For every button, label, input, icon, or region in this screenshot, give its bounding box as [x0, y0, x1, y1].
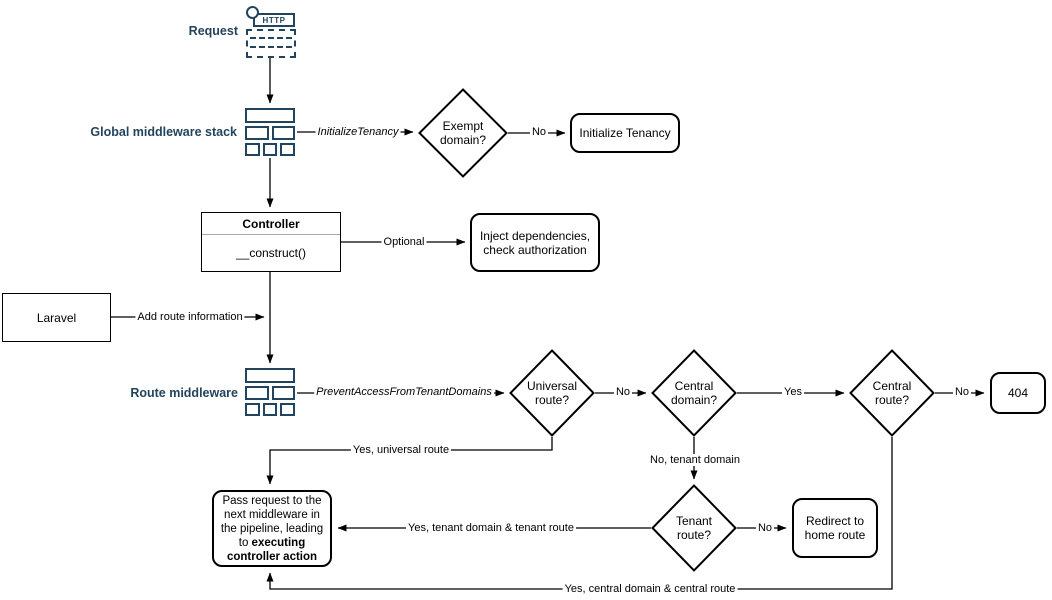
edge-label-optional: Optional [381, 236, 427, 248]
initialize-tenancy-box: Initialize Tenancy [570, 113, 680, 153]
controller-class-box: Controller __construct() [201, 212, 341, 272]
not-found-404-box: 404 [990, 372, 1046, 414]
edge-label-yes-tenant-domain-route: Yes, tenant domain & tenant route [406, 522, 576, 534]
decision-label: Central route? [872, 379, 912, 407]
request-circle-shape [246, 6, 259, 19]
diamond-shape [509, 349, 595, 437]
request-label: Request [188, 24, 238, 38]
edge-label-yes-central-domain-route: Yes, central domain & central route [562, 583, 738, 595]
decision-label: Central domain? [670, 379, 718, 407]
diamond-shape [418, 88, 508, 178]
decision-central-domain: Central domain? [651, 349, 737, 437]
pass-request-text: Pass request to the next middleware in t… [220, 494, 324, 563]
global-middleware-stack-label: Global middleware stack [90, 125, 237, 139]
edge-label-tenant-route-no: No [755, 522, 775, 534]
controller-title: Controller [202, 213, 340, 235]
decision-universal-route: Universal route? [509, 349, 595, 437]
route-middleware-stack-icon [245, 368, 295, 416]
decision-label: Tenant route? [675, 514, 713, 542]
edge-label-yes-universal-route: Yes, universal route [350, 444, 452, 456]
edge-label-prevent-access-middleware: PreventAccessFromTenantDomains [314, 386, 494, 398]
decision-label: Exempt domain? [439, 119, 486, 147]
laravel-box: Laravel [2, 293, 111, 342]
edge-label-add-route-information: Add route information [135, 311, 245, 323]
http-request-icon: HTTP [246, 6, 298, 58]
decision-label: Universal route? [526, 379, 577, 407]
decision-central-route: Central route? [849, 349, 935, 437]
edge-label-no-tenant-domain: No, tenant domain [648, 454, 742, 466]
redirect-home-route-box: Redirect to home route [792, 498, 878, 558]
edge-label-central-domain-yes: Yes [782, 386, 804, 398]
decision-tenant-route: Tenant route? [651, 484, 737, 572]
diamond-shape [651, 349, 737, 437]
route-middleware-label: Route middleware [130, 386, 238, 400]
request-body-shape [246, 29, 296, 58]
http-badge-text: HTTP [262, 16, 286, 26]
pass-request-box: Pass request to the next middleware in t… [212, 490, 332, 567]
diamond-shape [849, 349, 935, 437]
diamond-shape [651, 484, 737, 572]
inject-dependencies-box: Inject dependencies, check authorization [470, 213, 600, 272]
edge-label-initialize-tenancy-middleware: InitializeTenancy [315, 126, 401, 138]
edge-label-exempt-no: No [529, 126, 549, 138]
edge-label-central-route-no: No [952, 386, 972, 398]
edge-label-universal-no: No [613, 386, 633, 398]
controller-construct-method: __construct() [235, 246, 307, 260]
global-middleware-stack-icon [245, 108, 295, 156]
decision-exempt-domain: Exempt domain? [418, 88, 508, 178]
http-badge: HTTP [253, 13, 295, 27]
